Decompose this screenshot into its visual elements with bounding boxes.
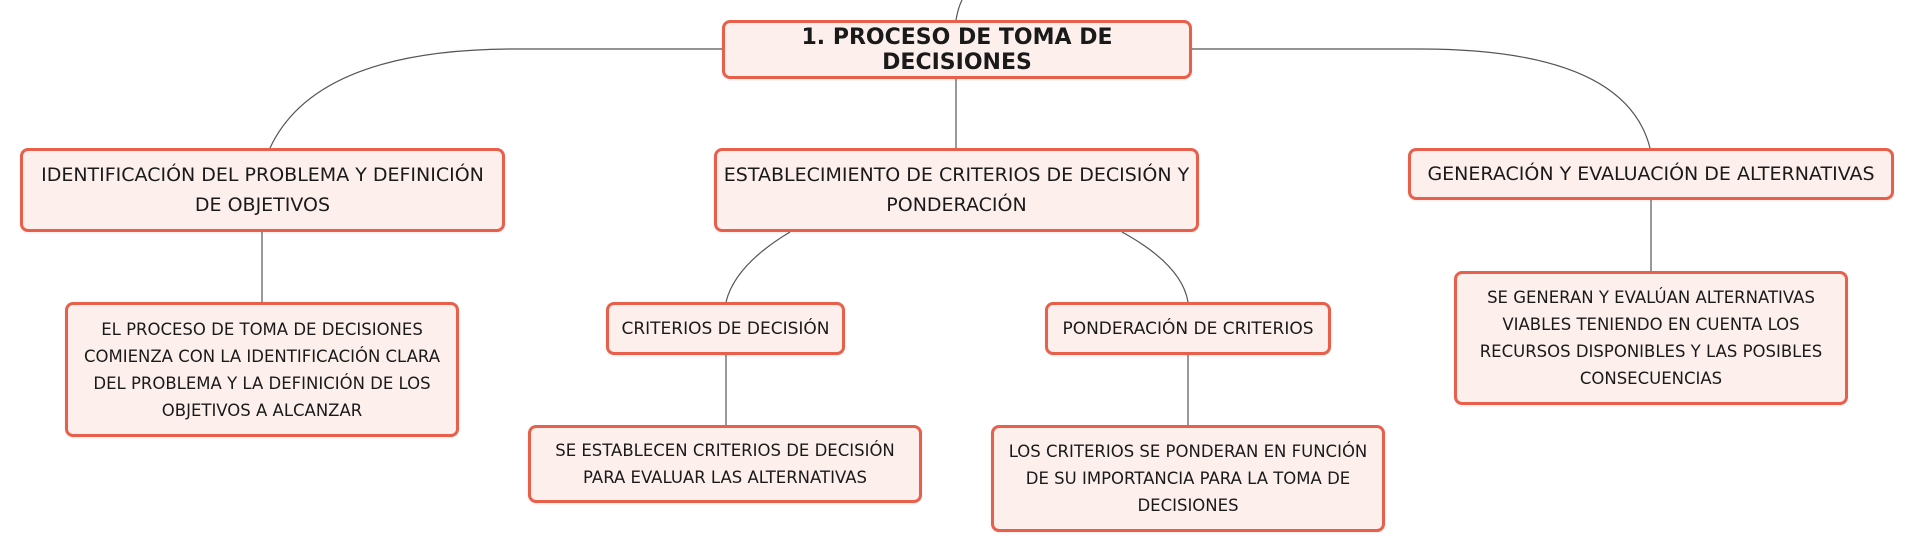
detail-ponderacion-criterios-text: LOS CRITERIOS SE PONDERAN EN FUNCIÓN DE … [1008,442,1368,515]
detail-generacion-alternativas-text: SE GENERAN Y EVALÚAN ALTERNATIVAS VIABLE… [1479,288,1823,388]
topic-generacion-alternativas-label: GENERACIÓN Y EVALUACIÓN DE ALTERNATIVAS [1427,163,1875,185]
topic-generacion-alternativas[interactable]: GENERACIÓN Y EVALUACIÓN DE ALTERNATIVAS [1408,148,1894,200]
topic-establecimiento-criterios[interactable]: ESTABLECIMIENTO DE CRITERIOS DE DECISIÓN… [714,148,1199,232]
topic-identificacion-problema-label: IDENTIFICACIÓN DEL PROBLEMA Y DEFINICIÓN… [41,164,484,216]
topic-establecimiento-criterios-label: ESTABLECIMIENTO DE CRITERIOS DE DECISIÓN… [723,164,1190,216]
connector-root-identificacion [269,48,722,149]
topic-identificacion-problema[interactable]: IDENTIFICACIÓN DEL PROBLEMA Y DEFINICIÓN… [20,148,505,232]
detail-criterios-decision[interactable]: SE ESTABLECEN CRITERIOS DE DECISIÓN PARA… [528,425,922,503]
detail-identificacion-problema[interactable]: EL PROCESO DE TOMA DE DECISIONES COMIENZ… [65,302,459,437]
connector-establecimiento-ponderacion [1121,231,1189,303]
root-topic-label: 1. PROCESO DE TOMA DE DECISIONES [801,24,1113,75]
subtopic-ponderacion-criterios[interactable]: PONDERACIÓN DE CRITERIOS [1045,302,1331,355]
detail-ponderacion-criterios[interactable]: LOS CRITERIOS SE PONDERAN EN FUNCIÓN DE … [991,425,1385,532]
connector-establecimiento-criterios [725,231,791,303]
root-topic[interactable]: 1. PROCESO DE TOMA DE DECISIONES [722,20,1192,79]
subtopic-ponderacion-criterios-label: PONDERACIÓN DE CRITERIOS [1062,318,1314,339]
connector-root-generacion [1192,48,1651,149]
subtopic-criterios-decision[interactable]: CRITERIOS DE DECISIÓN [606,302,845,355]
detail-generacion-alternativas[interactable]: SE GENERAN Y EVALÚAN ALTERNATIVAS VIABLE… [1454,271,1848,405]
subtopic-criterios-decision-label: CRITERIOS DE DECISIÓN [621,318,830,339]
detail-identificacion-problema-text: EL PROCESO DE TOMA DE DECISIONES COMIENZ… [84,319,440,420]
detail-criterios-decision-text: SE ESTABLECEN CRITERIOS DE DECISIÓN PARA… [555,441,895,487]
connector-root-parent [955,0,963,21]
